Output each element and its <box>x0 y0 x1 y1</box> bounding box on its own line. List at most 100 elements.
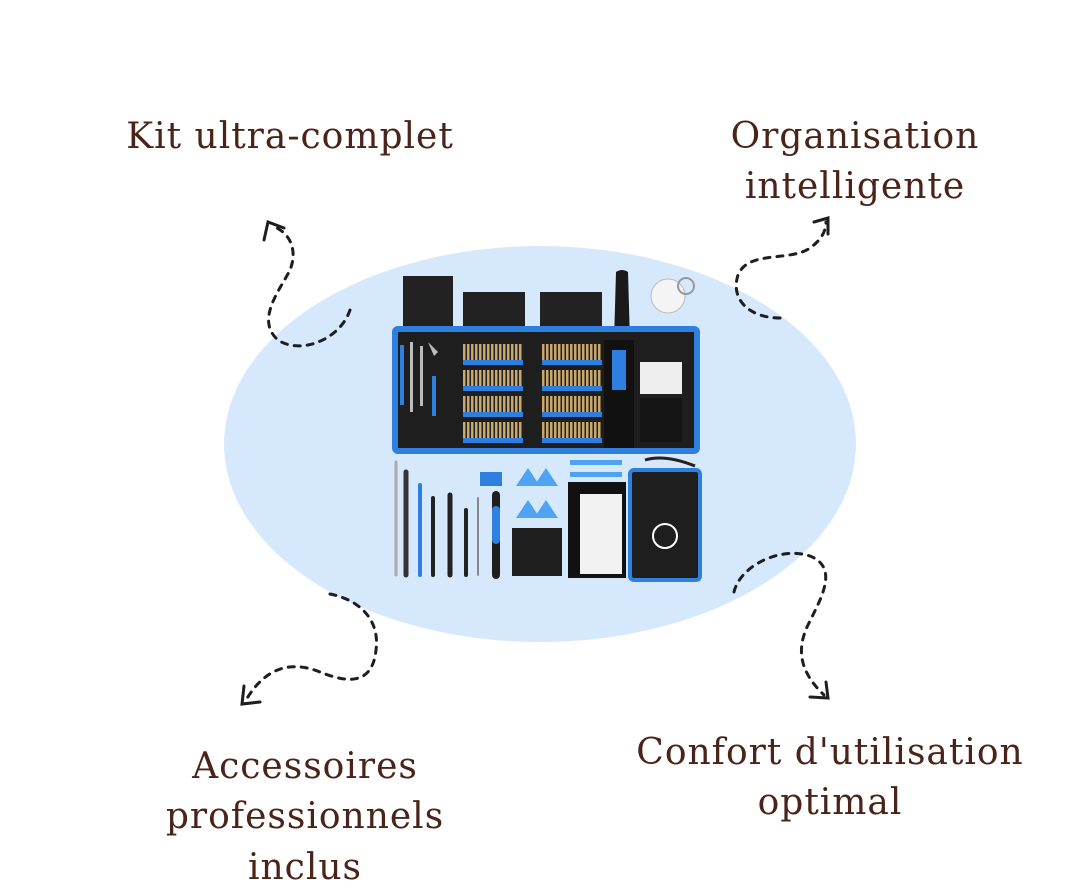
screwdriver-bit <box>570 370 573 386</box>
screwdriver-bit <box>550 344 553 360</box>
bit-holder-strip <box>542 412 602 417</box>
screwdriver-bit <box>546 422 549 438</box>
screwdriver-bit <box>554 370 557 386</box>
screwdriver-bit <box>566 344 569 360</box>
screwdriver-bit <box>519 370 522 386</box>
screwdriver-bit <box>507 344 510 360</box>
screwdriver-bit <box>471 370 474 386</box>
screwdriver-bit <box>507 422 510 438</box>
screwdriver-bit <box>491 422 494 438</box>
screwdriver-bit <box>598 422 601 438</box>
screwdriver-bit <box>558 396 561 412</box>
screwdriver-bit <box>582 344 585 360</box>
screwdriver-bit <box>499 370 502 386</box>
screwdriver-bit <box>463 370 466 386</box>
screwdriver-bit <box>594 344 597 360</box>
screwdriver-bit <box>467 370 470 386</box>
screwdriver-bit <box>574 396 577 412</box>
screwdriver-bit <box>515 370 518 386</box>
screwdriver-bit <box>574 370 577 386</box>
screwdriver-bit <box>554 396 557 412</box>
curly-arrow-icon-bottom-right <box>732 551 828 697</box>
screwdriver-bit <box>542 422 545 438</box>
screwdriver-bit <box>594 396 597 412</box>
screwdriver-bit <box>507 396 510 412</box>
screwdriver-kit-image <box>392 270 702 582</box>
screwdriver-bit <box>499 422 502 438</box>
screwdriver-bit <box>499 344 502 360</box>
screwdriver-bit <box>491 370 494 386</box>
screwdriver-bit <box>546 396 549 412</box>
screwdriver-bit <box>479 370 482 386</box>
screwdriver-bit <box>515 396 518 412</box>
screwdriver-bit <box>582 370 585 386</box>
bit-holder-strip <box>463 360 523 365</box>
screwdriver-bit <box>487 344 490 360</box>
screwdriver-bit <box>542 344 545 360</box>
screwdriver-bit <box>483 370 486 386</box>
screwdriver-bit <box>483 396 486 412</box>
arrowhead-icon-bottom-left <box>240 684 262 706</box>
screwdriver-bit <box>598 344 601 360</box>
screwdriver-bit <box>475 370 478 386</box>
screwdriver-bit <box>550 422 553 438</box>
screwdriver-bit <box>511 396 514 412</box>
screwdriver-bit <box>487 422 490 438</box>
screwdriver-bit <box>566 370 569 386</box>
screwdriver-bit <box>546 370 549 386</box>
screwdriver-bit <box>503 344 506 360</box>
feature-accessoires-line1: Accessoires <box>192 746 418 787</box>
screwdriver-bit <box>487 370 490 386</box>
screwdriver-bit <box>479 344 482 360</box>
screwdriver-bit <box>598 396 601 412</box>
screwdriver-bit <box>590 344 593 360</box>
screwdriver-bit <box>495 422 498 438</box>
screwdriver-bit <box>463 344 466 360</box>
feature-accessoires: Accessoires professionnels inclus <box>110 742 500 893</box>
screwdriver-bit <box>471 396 474 412</box>
screwdriver-bit <box>562 344 565 360</box>
screwdriver-bit <box>467 344 470 360</box>
screwdriver-bit <box>475 344 478 360</box>
screwdriver-bit <box>479 396 482 412</box>
screwdriver-bit <box>558 344 561 360</box>
arrowhead-icon-bottom-right <box>808 680 830 700</box>
bit-holder-strip <box>463 438 523 443</box>
screwdriver-bit <box>570 422 573 438</box>
arrowhead-icon-top-left <box>262 219 286 242</box>
illustration <box>224 216 856 706</box>
screwdriver-bit <box>475 422 478 438</box>
screwdriver-bit <box>495 396 498 412</box>
screwdriver-bit <box>586 370 589 386</box>
screwdriver-bit <box>519 344 522 360</box>
curly-arrow-icon-top-right <box>734 220 828 320</box>
screwdriver-bit <box>471 422 474 438</box>
screwdriver-bit <box>519 422 522 438</box>
screwdriver-bit <box>566 396 569 412</box>
feature-confort-line1: Confort d'utilisation <box>636 732 1024 773</box>
screwdriver-bit <box>562 396 565 412</box>
screwdriver-bit <box>503 370 506 386</box>
screwdriver-bit <box>574 422 577 438</box>
screwdriver-bit <box>483 344 486 360</box>
bit-holder-strip <box>542 438 602 443</box>
screwdriver-bit <box>550 396 553 412</box>
screwdriver-bit <box>590 396 593 412</box>
screwdriver-bit <box>511 370 514 386</box>
screwdriver-bit <box>550 370 553 386</box>
screwdriver-bit <box>586 344 589 360</box>
screwdriver-bit <box>511 344 514 360</box>
screwdriver-bit <box>515 422 518 438</box>
screwdriver-bit <box>467 396 470 412</box>
screwdriver-bit <box>499 396 502 412</box>
feature-confort-line2: optimal <box>757 782 903 824</box>
screwdriver-bit <box>586 422 589 438</box>
screwdriver-bit <box>519 396 522 412</box>
screwdriver-bit <box>515 344 518 360</box>
screwdriver-bit <box>503 422 506 438</box>
screwdriver-bit <box>566 422 569 438</box>
screwdriver-bit <box>582 422 585 438</box>
screwdriver-bit <box>586 396 589 412</box>
feature-accessoires-line2: professionnels inclus <box>165 796 445 888</box>
bit-holder-strip <box>463 386 523 391</box>
